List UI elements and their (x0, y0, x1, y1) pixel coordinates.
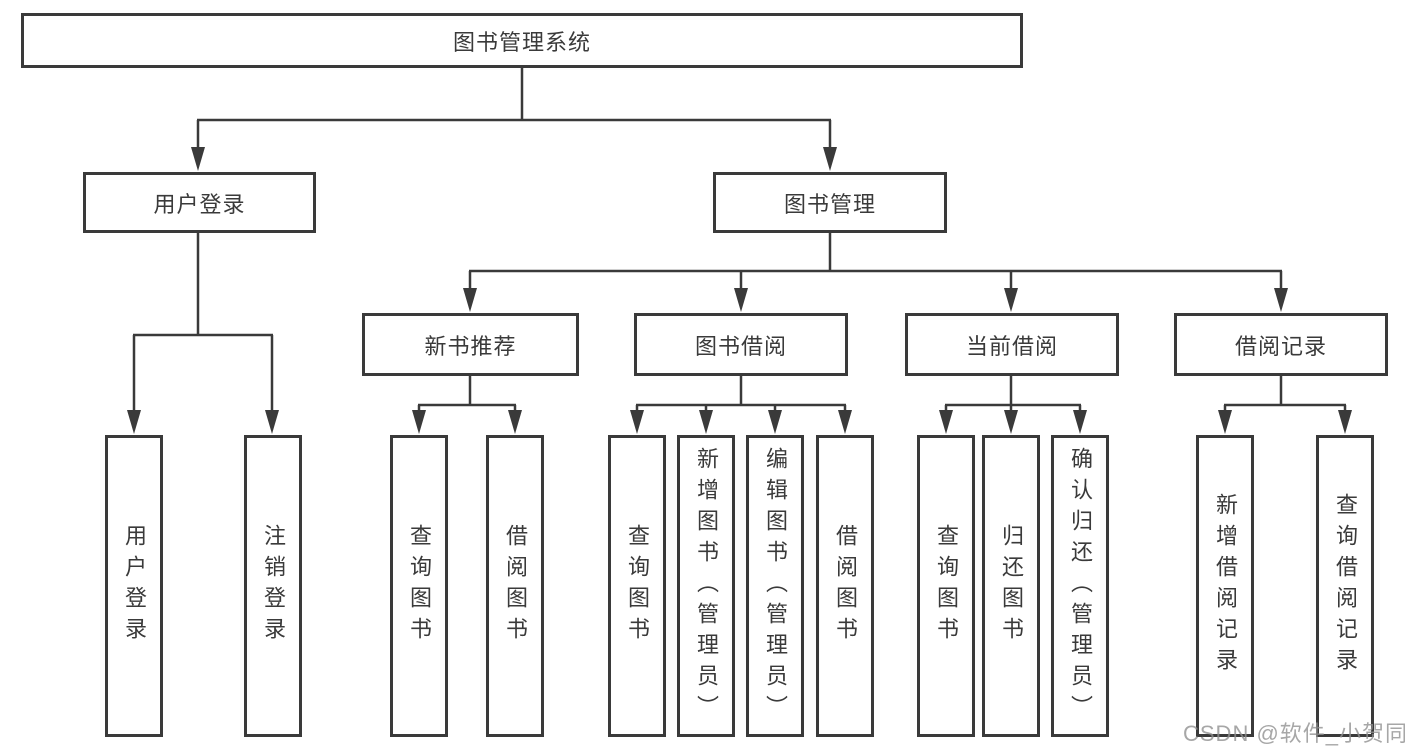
node-label: 查询图书 (625, 524, 650, 648)
node-query-books-3: 查询图书 (917, 435, 975, 737)
node-label: 编辑图书（管理员） (763, 446, 788, 726)
csdn-watermark: CSDN @软件_小贺同学 (1183, 721, 1405, 746)
node-label: 查询图书 (934, 524, 959, 648)
node-label: 查询借阅记录 (1333, 493, 1358, 679)
node-root: 图书管理系统 (21, 13, 1023, 68)
node-book-borrowing: 图书借阅 (634, 313, 848, 376)
node-label: 借阅图书 (833, 524, 858, 648)
node-query-books-2: 查询图书 (608, 435, 666, 737)
node-label: 新增图书（管理员） (694, 446, 719, 726)
node-label: 确认归还（管理员） (1068, 446, 1093, 726)
node-logout: 注销登录 (244, 435, 302, 737)
node-new-book-recommend: 新书推荐 (362, 313, 579, 376)
node-add-borrow-record: 新增借阅记录 (1196, 435, 1254, 737)
node-borrow-books-1: 借阅图书 (486, 435, 544, 737)
node-label: 归还图书 (999, 524, 1024, 648)
node-current-borrowing: 当前借阅 (905, 313, 1119, 376)
node-add-books-admin: 新增图书（管理员） (677, 435, 735, 737)
node-query-borrow-record: 查询借阅记录 (1316, 435, 1374, 737)
node-label: 用户登录 (122, 524, 147, 648)
node-label: 注销登录 (261, 524, 286, 648)
node-confirm-return-admin: 确认归还（管理员） (1051, 435, 1109, 737)
node-user-login: 用户登录 (83, 172, 316, 233)
node-borrowing-records: 借阅记录 (1174, 313, 1388, 376)
node-return-books: 归还图书 (982, 435, 1040, 737)
node-book-management: 图书管理 (713, 172, 947, 233)
node-borrow-books-2: 借阅图书 (816, 435, 874, 737)
node-login: 用户登录 (105, 435, 163, 737)
node-label: 借阅图书 (503, 524, 528, 648)
node-label: 查询图书 (407, 524, 432, 648)
node-label: 新增借阅记录 (1213, 493, 1238, 679)
node-query-books-1: 查询图书 (390, 435, 448, 737)
node-edit-books-admin: 编辑图书（管理员） (746, 435, 804, 737)
